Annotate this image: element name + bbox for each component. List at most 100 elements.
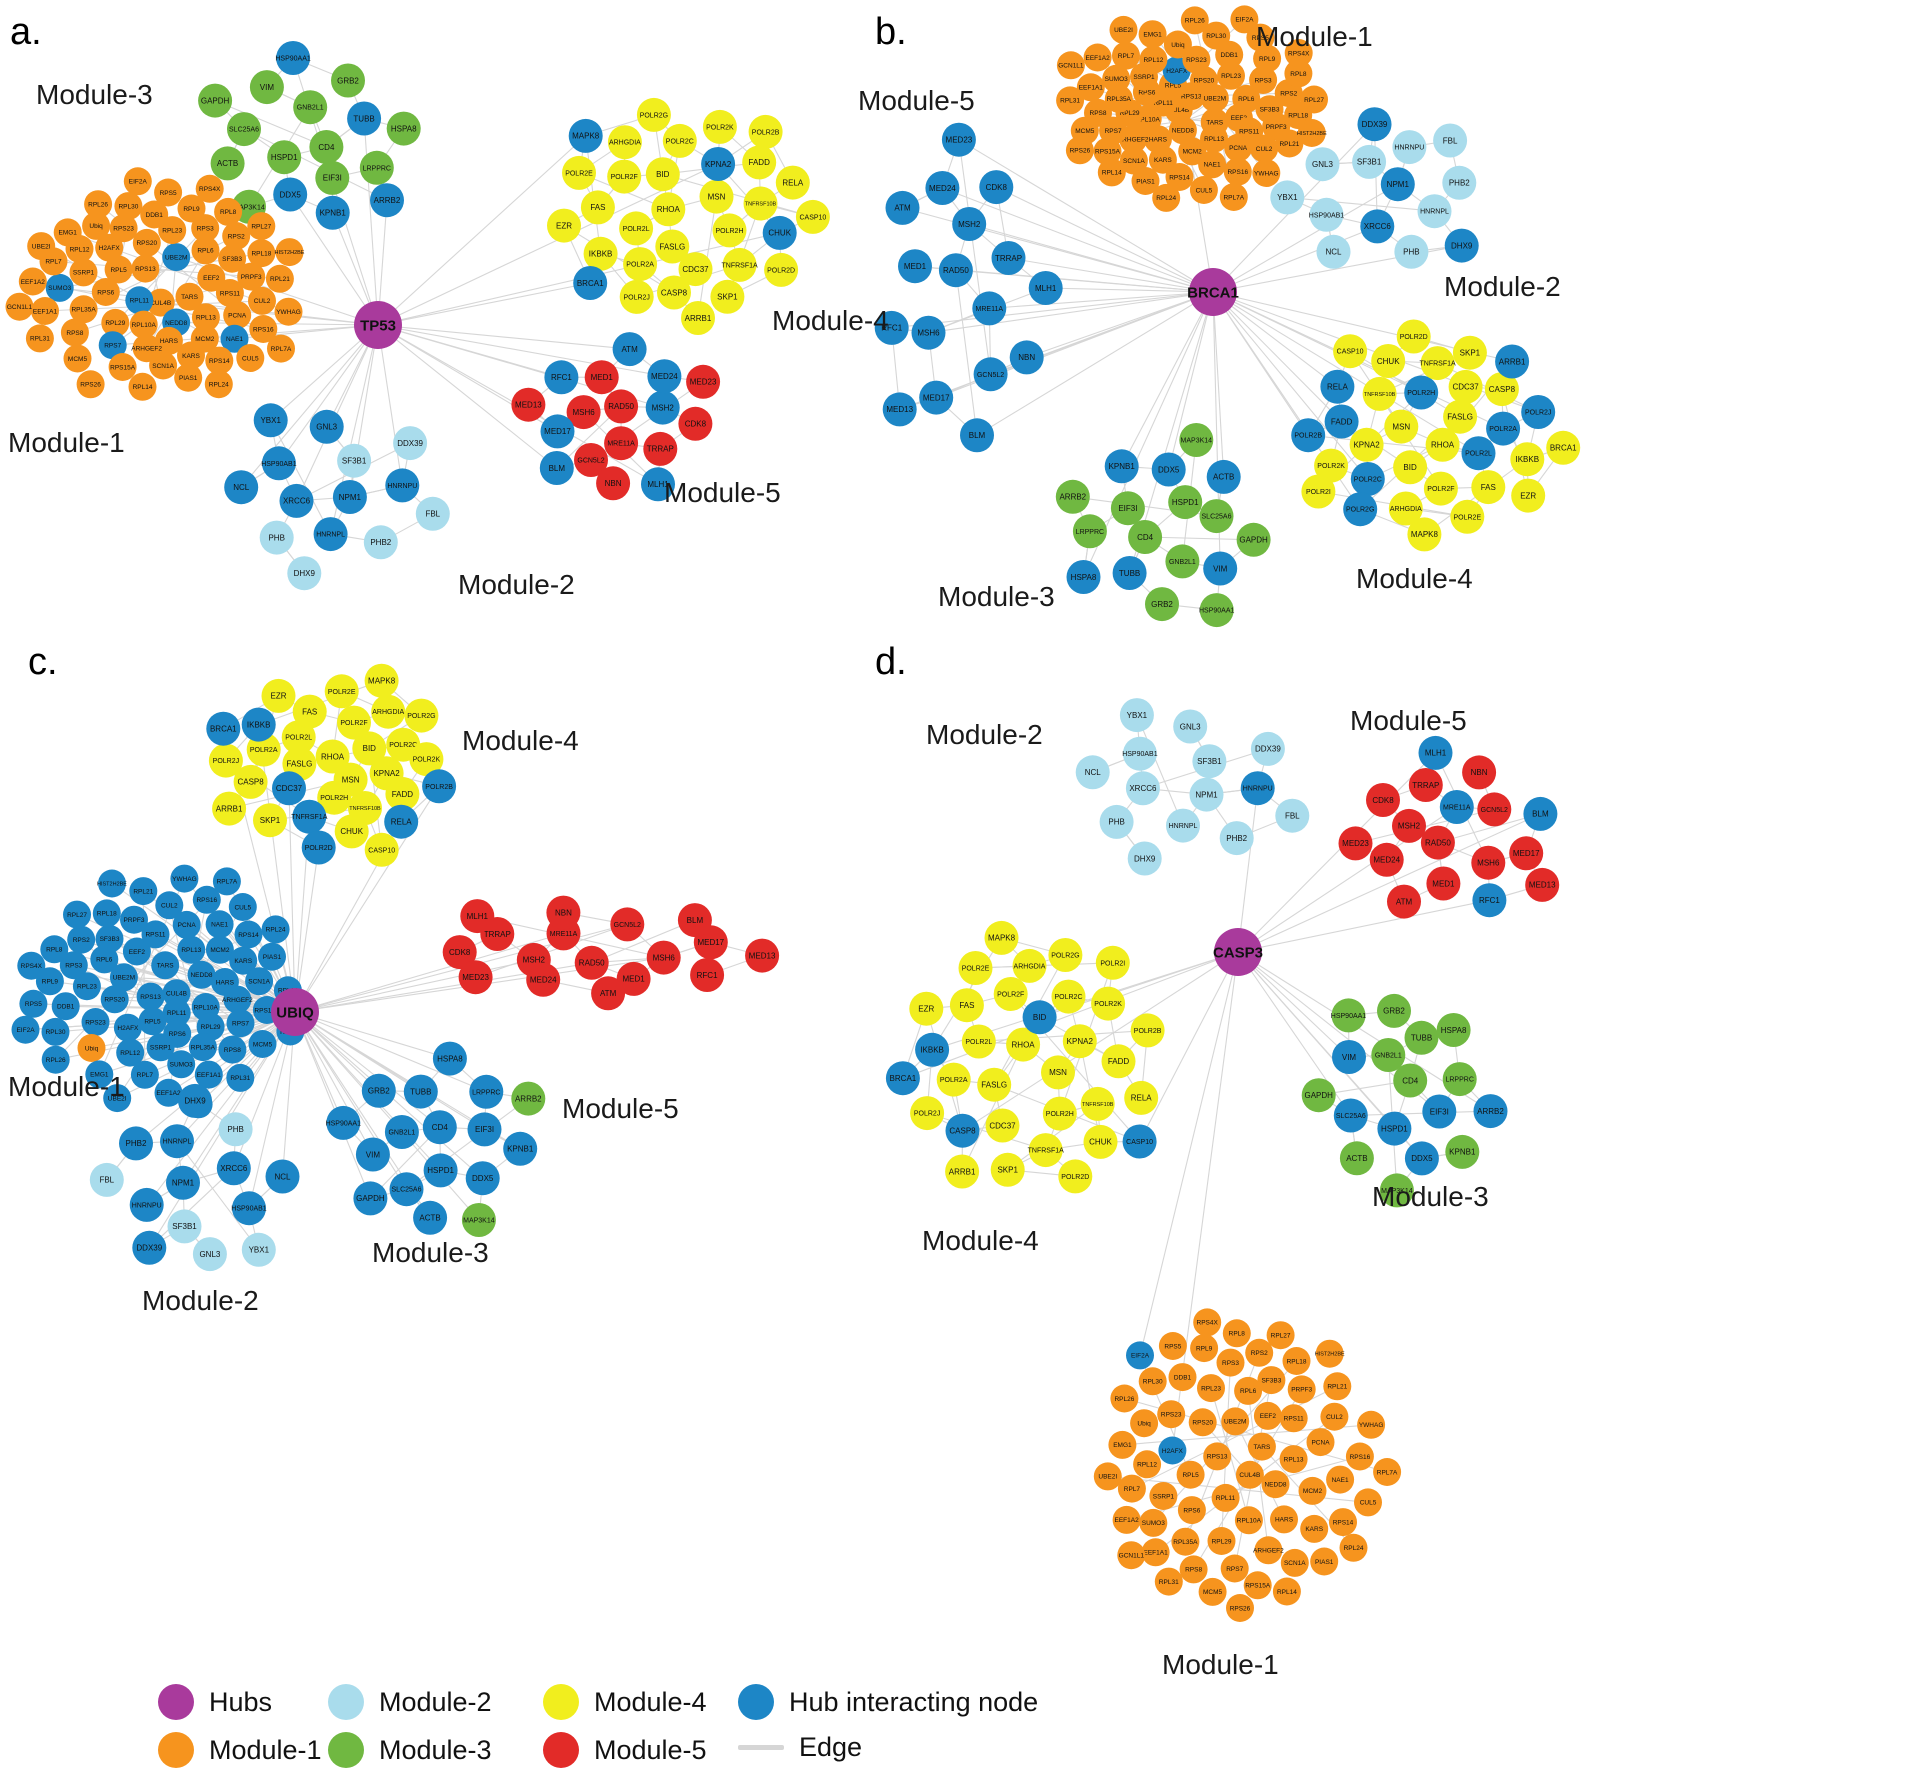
module-label: Module-1	[1256, 21, 1373, 52]
gene-node	[389, 1172, 424, 1207]
gene-node	[361, 1073, 396, 1108]
gene-node	[958, 951, 993, 985]
gene-node	[1193, 1308, 1222, 1337]
gene-node	[122, 937, 151, 966]
gene-node	[82, 211, 111, 240]
gene-node	[1221, 1407, 1250, 1436]
gene-node	[292, 694, 327, 729]
gene-node	[51, 992, 80, 1021]
gene-node	[972, 291, 1007, 326]
edge	[182, 1011, 296, 1184]
gene-node	[259, 520, 294, 555]
gene-node	[253, 403, 288, 438]
gene-node	[216, 1151, 251, 1186]
gene-node	[81, 1008, 110, 1036]
gene-node	[191, 236, 220, 265]
gene-node	[1261, 1470, 1290, 1499]
gene-node	[265, 1159, 300, 1194]
edge	[958, 139, 1214, 293]
gene-node	[249, 315, 278, 343]
gene-node	[1152, 183, 1181, 212]
gene-node	[1331, 998, 1366, 1033]
gene-node	[132, 1230, 167, 1265]
gene-node	[63, 900, 91, 929]
gene-node	[467, 1112, 502, 1147]
gene-node	[1112, 1505, 1141, 1534]
gene-node	[961, 1024, 996, 1059]
gene-node	[960, 418, 994, 453]
gene-node	[258, 942, 286, 971]
module-label: Module-3	[36, 79, 153, 110]
gene-node	[973, 357, 1008, 392]
edge	[958, 139, 992, 375]
gene-node	[1379, 1173, 1414, 1208]
gene-node	[1408, 768, 1443, 802]
gene-node	[1301, 474, 1336, 509]
gene-node	[941, 122, 976, 157]
gene-node	[616, 961, 651, 996]
gene-node	[385, 468, 420, 503]
gene-node	[1230, 5, 1259, 34]
gene-node	[1369, 842, 1404, 877]
gene-node	[925, 171, 960, 205]
gene-node	[59, 951, 88, 980]
gene-node	[1450, 499, 1485, 534]
gene-node	[224, 470, 259, 505]
gene-node	[69, 258, 98, 287]
gene-node	[1220, 1554, 1249, 1583]
module-label: Module-3	[372, 1237, 489, 1268]
gene-node	[5, 292, 34, 321]
gene-node	[371, 694, 406, 729]
gene-node	[125, 286, 154, 315]
gene-node	[1206, 459, 1241, 494]
gene-node	[1452, 335, 1487, 370]
gene-node	[977, 1067, 1012, 1102]
gene-node	[1091, 986, 1126, 1021]
gene-node	[1417, 194, 1452, 229]
gene-node	[155, 891, 184, 920]
gene-node	[363, 525, 398, 560]
gene-node	[938, 253, 973, 288]
module-label: Module-1	[8, 427, 125, 458]
edge	[294, 1011, 451, 1060]
gene-node	[1240, 771, 1275, 806]
gene-node	[1243, 1571, 1272, 1600]
gene-node	[249, 70, 284, 105]
gene-node	[197, 263, 226, 292]
edge	[294, 959, 534, 1013]
gene-node	[194, 1060, 223, 1089]
gene-node	[742, 145, 777, 180]
gene-node	[945, 1154, 980, 1189]
gene-node	[1472, 883, 1507, 918]
gene-node	[19, 989, 48, 1018]
gene-node	[1326, 1465, 1355, 1494]
gene-node	[138, 1007, 167, 1036]
gene-node	[188, 1033, 217, 1062]
gene-node	[1523, 796, 1558, 831]
gene-node	[229, 946, 258, 975]
gene-node	[1112, 41, 1140, 70]
gene-node	[985, 1108, 1020, 1143]
edge	[1212, 225, 1378, 293]
gene-node	[218, 244, 247, 273]
gene-node	[98, 331, 127, 360]
gene-node	[1219, 183, 1248, 211]
gene-node	[1177, 1496, 1206, 1525]
gene-node	[1439, 790, 1474, 824]
gene-node	[292, 799, 327, 834]
edge	[294, 1011, 374, 1155]
gene-node	[1097, 158, 1126, 187]
gene-node	[177, 194, 206, 223]
gene-node	[384, 1115, 419, 1149]
gene-node	[370, 183, 404, 218]
gene-node	[1066, 560, 1101, 594]
gene-node	[526, 962, 561, 997]
gene-node	[130, 1060, 159, 1089]
edge	[1237, 813, 1541, 953]
gene-node	[1119, 146, 1148, 175]
gene-node	[273, 177, 308, 212]
gene-node	[1371, 1038, 1406, 1072]
gene-node	[573, 266, 608, 300]
gene-node	[1119, 698, 1154, 733]
gene-node	[1275, 129, 1304, 158]
